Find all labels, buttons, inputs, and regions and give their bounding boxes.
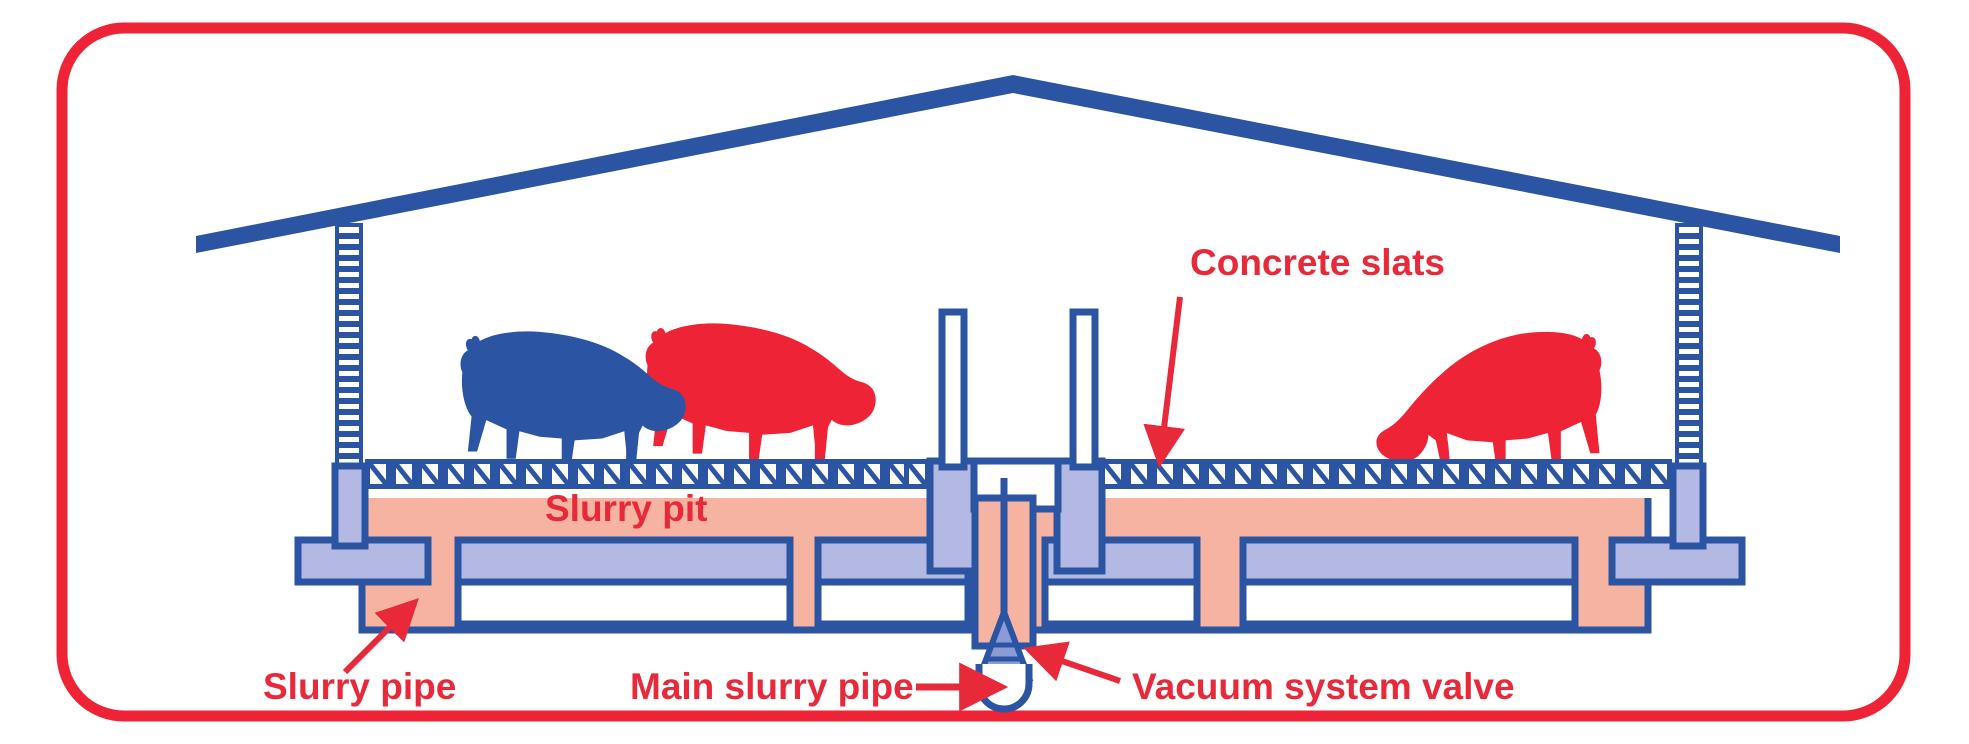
slat-floor-right (1103, 462, 1670, 487)
pig-red-right (1376, 331, 1602, 470)
center-concrete-block (926, 457, 1106, 575)
slurry-duct-right (1239, 536, 1579, 628)
left-concrete-ledge (294, 462, 432, 586)
slurry-duct-center-right (1041, 536, 1201, 628)
leader-concrete-slats (1143, 296, 1186, 468)
label-slurry-pipe: Slurry pipe (263, 666, 456, 707)
label-vacuum-system-valve: Vacuum system valve (1132, 666, 1515, 707)
left-pen-post (938, 308, 968, 471)
right-concrete-ledge (1608, 462, 1746, 586)
diagram-border (56, 22, 1911, 722)
leader-slurry-pipe (342, 598, 419, 675)
roof (196, 75, 1840, 253)
leader-vacuum-system-valve (1023, 641, 1121, 684)
left-wall (335, 223, 363, 470)
right-pen-post (1069, 308, 1099, 471)
label-main-slurry-pipe: Main slurry pipe (630, 666, 914, 707)
label-concrete-slats: Concrete slats (1190, 242, 1445, 283)
slurry-duct-left (454, 536, 794, 628)
label-slurry-pit: Slurry pit (545, 488, 707, 529)
slat-floor-left (368, 462, 928, 487)
right-wall (1675, 223, 1703, 470)
